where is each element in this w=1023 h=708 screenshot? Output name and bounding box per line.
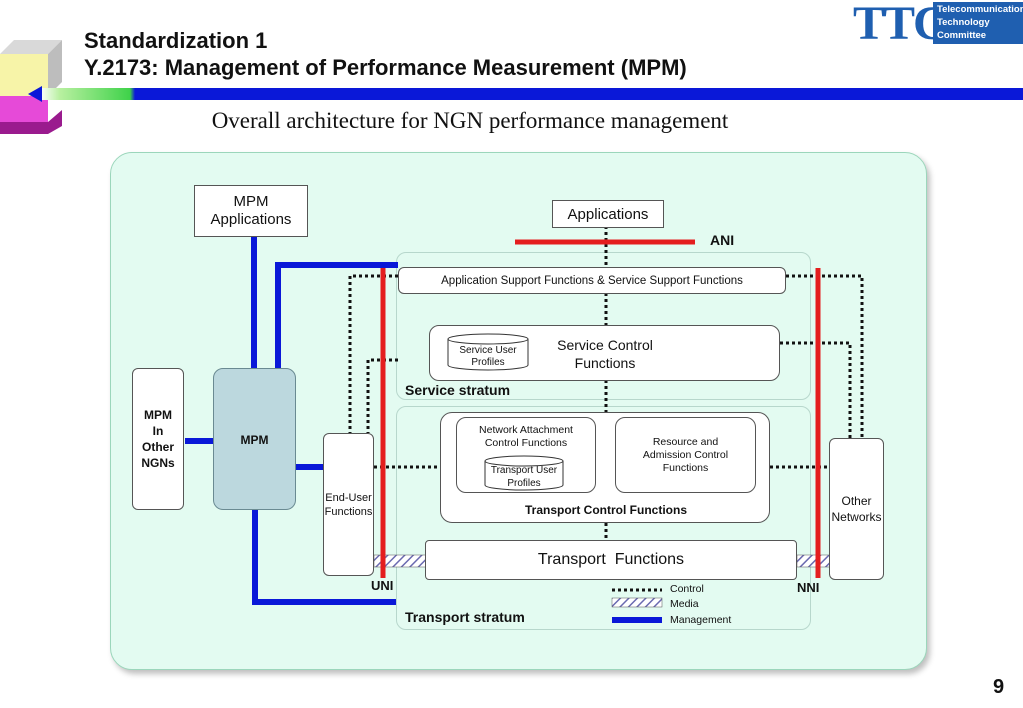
other-networks-box[interactable]: Other Networks: [829, 438, 884, 580]
applications-box[interactable]: Applications: [552, 200, 664, 228]
end-user-functions-label: End-User Functions: [324, 491, 373, 518]
header-arrow: [28, 86, 42, 102]
transport-stratum-label: Transport stratum: [405, 609, 525, 625]
legend-control-label: Control: [670, 583, 704, 595]
mpm-other-ngns-label: MPM In Other NGNs: [141, 408, 175, 470]
mpm-applications-label: MPM Applications: [210, 193, 292, 228]
slide-subtitle: Overall architecture for NGN performance…: [211, 108, 729, 133]
service-control-label: Service Control Functions: [557, 337, 653, 371]
media-link-nni: [796, 554, 831, 568]
service-user-profiles-label: Service User Profiles: [459, 345, 517, 368]
nni-label: NNI: [797, 580, 820, 595]
ttc-logo-caption-2: Technology: [937, 17, 990, 28]
mpm-label: MPM: [240, 433, 269, 447]
transport-functions-box[interactable]: Transport Functions: [425, 540, 797, 580]
transport-functions-label: Transport Functions: [537, 551, 685, 568]
header-bar: [40, 88, 1023, 100]
reference-point-lines: [380, 239, 821, 578]
transport-user-profiles-cylinder-icon: [484, 455, 564, 491]
service-stratum-label: Service stratum: [405, 382, 511, 398]
legend-media-label: Media: [670, 598, 699, 610]
transport-control-label: Transport Control Functions: [525, 503, 687, 517]
mpm-box[interactable]: MPM: [213, 368, 296, 510]
page-number: 9: [993, 676, 1005, 698]
transport-stratum-outline: [396, 406, 811, 630]
management-lines: [185, 237, 398, 605]
applications-label: Applications: [567, 205, 649, 223]
legend-media-swatch: [611, 597, 663, 608]
nacf-label: Network Attachment Control Functions: [479, 424, 573, 449]
ttc-logo-caption-1: Telecommunication: [937, 4, 1023, 15]
app-support-label: Application Support Functions & Service …: [441, 274, 743, 287]
end-user-functions-box[interactable]: End-User Functions: [323, 433, 374, 576]
slide-title-line1: Standardization 1: [84, 28, 268, 53]
service-user-profiles-cylinder-icon: [447, 333, 529, 371]
racf-box[interactable]: Resource and Admission Control Functions: [615, 417, 756, 493]
mpm-other-ngns-box[interactable]: MPM In Other NGNs: [132, 368, 184, 510]
ttc-logo-caption-3: Committee: [937, 30, 987, 41]
ttc-logo: TTC Telecommunication Technology Committ…: [853, 0, 1023, 50]
legend: Control Media Management: [610, 582, 760, 632]
ani-label: ANI: [710, 232, 735, 248]
slide-title-line2: Y.2173: Management of Performance Measur…: [84, 55, 687, 80]
mpm-applications-box[interactable]: MPM Applications: [194, 185, 308, 237]
service-user-profiles-db[interactable]: Service User Profiles: [446, 333, 530, 371]
racf-label: Resource and Admission Control Functions: [642, 435, 729, 474]
transport-user-profiles-db[interactable]: Transport User Profiles: [483, 455, 565, 491]
transport-user-profiles-label: Transport User Profiles: [490, 465, 558, 489]
legend-swatches: [611, 588, 663, 623]
app-support-box[interactable]: Application Support Functions & Service …: [398, 267, 786, 294]
uni-label: UNI: [371, 578, 394, 593]
ttc-logo-caption-panel: [933, 2, 1023, 44]
ttc-logo-text: TTC: [853, 0, 948, 50]
service-stratum-outline: [396, 252, 811, 400]
legend-management-label: Management: [670, 614, 732, 626]
other-networks-label: Other Networks: [831, 494, 882, 524]
